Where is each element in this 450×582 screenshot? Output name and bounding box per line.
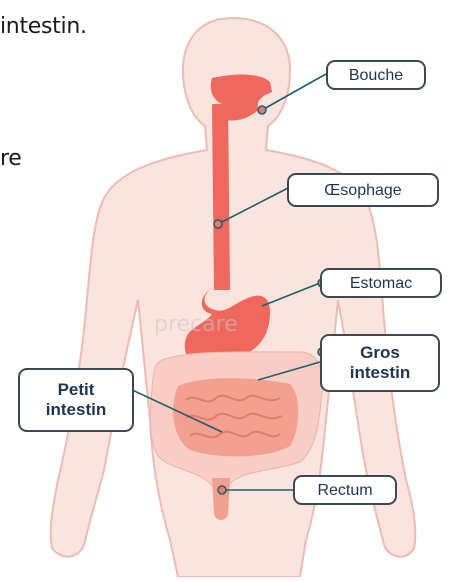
label-estomac: Estomac [320,268,442,298]
rectum-organ [212,478,230,520]
text-fragment-2: re [0,146,22,171]
label-petit-intestin: Petit intestin [18,368,134,432]
label-bouche: Bouche [326,60,426,90]
label-rectum: Rectum [293,475,397,505]
label-gros-intestin: Gros intestin [320,334,440,392]
dot-rectum [218,486,226,494]
text-fragment-1: intestin. [0,14,87,39]
dot-oesophage [214,220,222,228]
dot-bouche [258,106,266,114]
watermark-text: precare [154,312,238,337]
esophagus-organ [212,104,230,290]
label-oesophage: Œsophage [287,173,439,207]
